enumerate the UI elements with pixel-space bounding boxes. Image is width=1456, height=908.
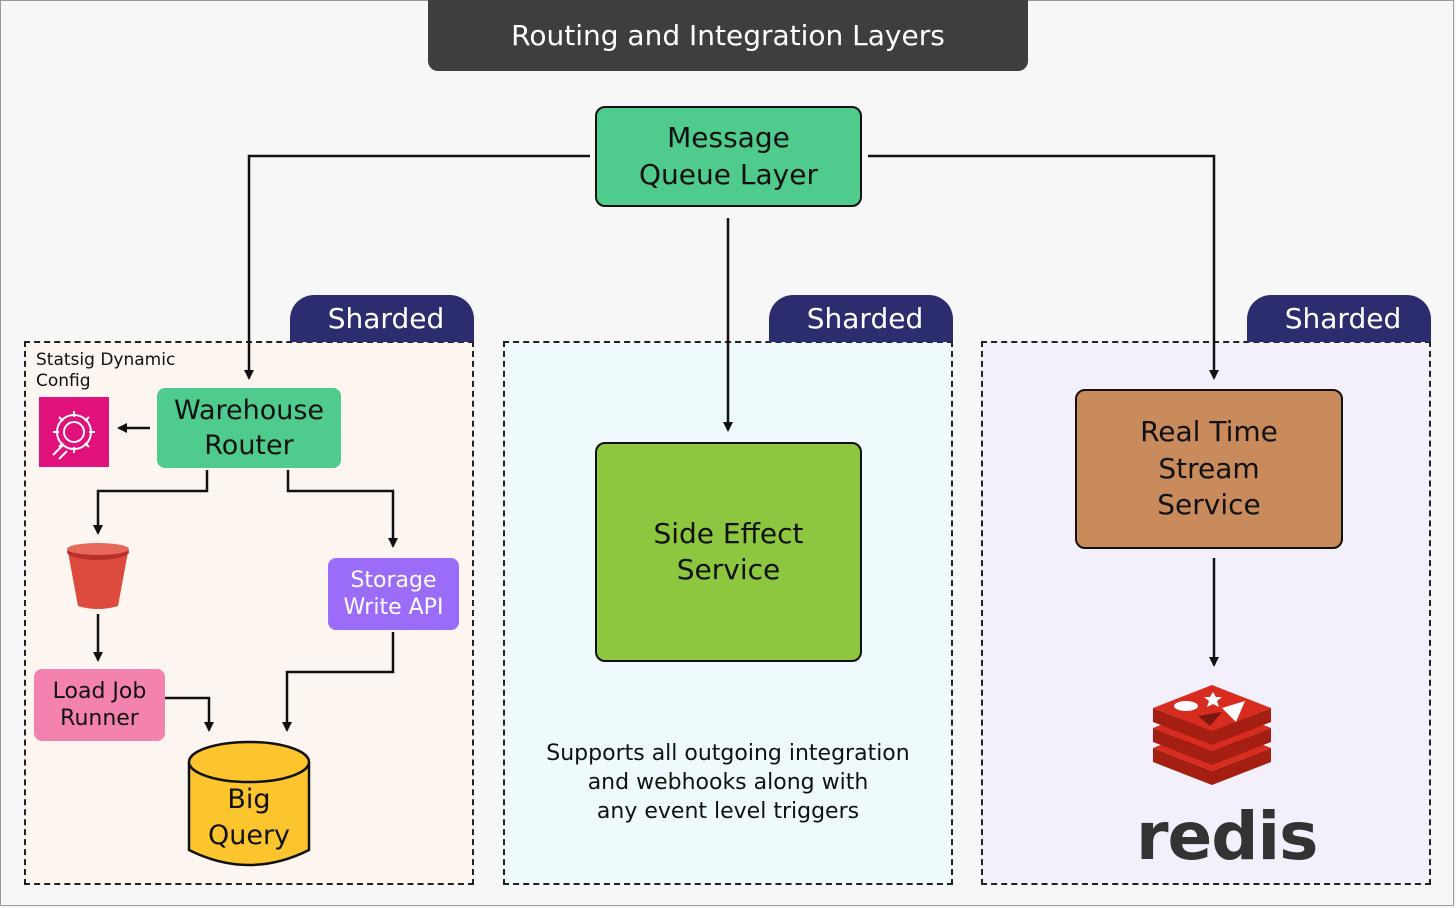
statsig-label: Statsig Dynamic Config	[36, 350, 176, 392]
warehouse-router-node: Warehouse Router	[157, 388, 341, 468]
arrow-mq-to-realtime	[868, 154, 1219, 380]
big-query-label: Big Query	[207, 784, 291, 851]
arrow-router-to-storage	[286, 470, 398, 548]
load-job-runner-node: Load Job Runner	[34, 669, 165, 741]
sharded-tag-right: Sharded	[1247, 295, 1431, 342]
sharded-tag-left: Sharded	[290, 295, 474, 342]
storage-bucket-icon	[67, 543, 129, 609]
arrow-mq-to-warehouse	[244, 154, 590, 380]
bigquery-cylinder-icon	[187, 740, 311, 867]
real-time-stream-node: Real Time Stream Service	[1075, 389, 1343, 549]
arrow-storage-to-bigquery	[282, 632, 395, 732]
side-effect-description: Supports all outgoing integration and we…	[546, 741, 910, 825]
storage-write-api-node: Storage Write API	[328, 558, 459, 630]
redis-wordmark: redis	[1136, 798, 1318, 875]
message-queue-node: Message Queue Layer	[595, 106, 862, 207]
redis-logo-icon	[1153, 685, 1271, 785]
side-effect-node: Side Effect Service	[595, 442, 862, 662]
sharded-tag-middle: Sharded	[769, 295, 953, 342]
gear-config-icon	[39, 397, 109, 467]
page-title: Routing and Integration Layers	[428, 0, 1028, 71]
arrow-router-to-bucket	[93, 470, 209, 535]
arrow-loadjob-to-bigquery	[165, 696, 214, 732]
